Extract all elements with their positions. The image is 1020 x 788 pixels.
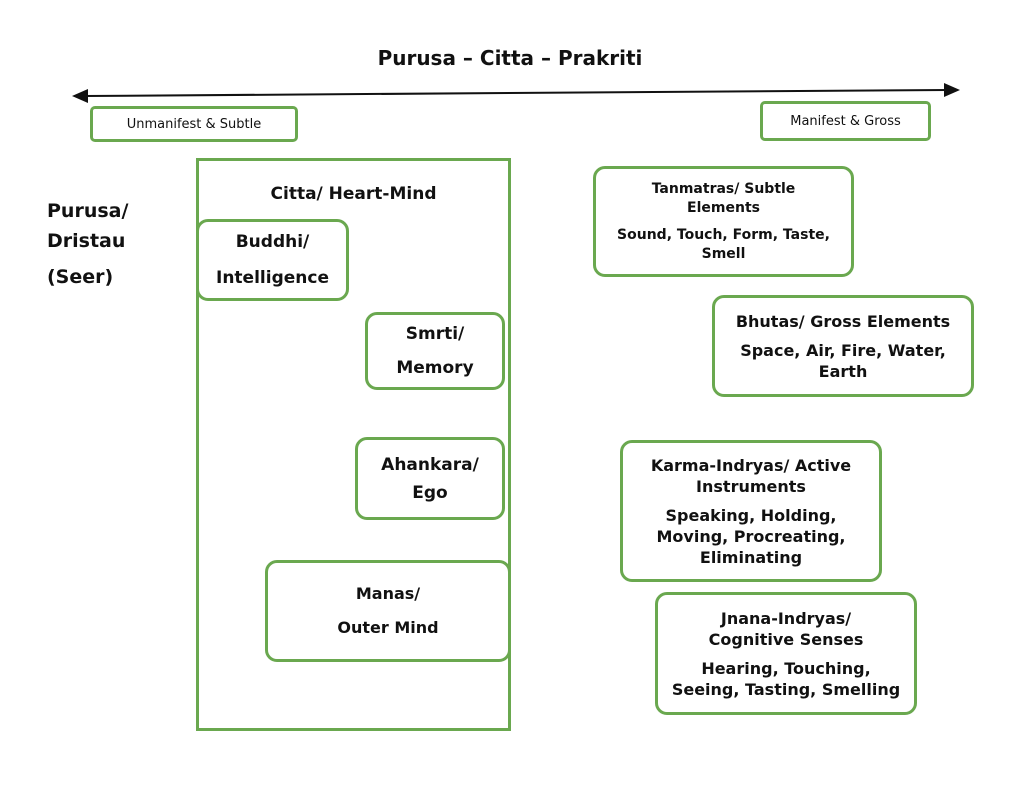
diagram-title: Purusa – Citta – Prakriti	[377, 46, 643, 70]
tanmatras-heading: Tanmatras/ Subtle Elements	[651, 180, 796, 216]
bhutas-box: Bhutas/ Gross Elements Space, Air, Fire,…	[712, 295, 974, 397]
buddhi-line-1: Buddhi/	[235, 232, 310, 252]
arrow-line	[83, 89, 949, 97]
manas-box: Manas/ Outer Mind	[265, 560, 511, 662]
karma-indryas-box: Karma-Indryas/ Active Instruments Speaki…	[620, 440, 882, 582]
purusa-label: Purusa/ Dristau (Seer)	[47, 196, 128, 292]
manifest-label-text: Manifest & Gross	[790, 113, 901, 129]
jnana-indryas-body: Hearing, Touching, Seeing, Tasting, Smel…	[671, 658, 901, 699]
smrti-line-1: Smrti/	[405, 324, 465, 344]
arrow-head-right	[944, 83, 960, 97]
citta-frame	[196, 158, 511, 731]
karma-indryas-heading: Karma-Indryas/ Active Instruments	[650, 455, 852, 496]
buddhi-line-2: Intelligence	[216, 268, 329, 288]
bhutas-body: Space, Air, Fire, Water, Earth	[740, 340, 946, 381]
manifest-label: Manifest & Gross	[760, 101, 931, 141]
smrti-line-2: Memory	[396, 358, 474, 378]
manas-line-2: Outer Mind	[337, 618, 439, 637]
manas-line-1: Manas/	[355, 584, 421, 603]
karma-indryas-body: Speaking, Holding, Moving, Procreating, …	[656, 505, 846, 567]
unmanifest-label: Unmanifest & Subtle	[90, 106, 298, 142]
ahankara-line-1: Ahankara/	[381, 454, 479, 475]
tanmatras-body: Sound, Touch, Form, Taste, Smell	[617, 226, 830, 262]
purusa-line-1: Purusa/	[47, 200, 129, 222]
arrow-head-left	[72, 89, 88, 103]
purusa-line-2: Dristau	[47, 230, 126, 252]
ahankara-line-2: Ego	[412, 482, 448, 503]
citta-title: Citta/ Heart-Mind	[270, 184, 437, 204]
tanmatras-box: Tanmatras/ Subtle Elements Sound, Touch,…	[593, 166, 854, 277]
bhutas-heading: Bhutas/ Gross Elements	[735, 311, 951, 331]
purusa-line-3: (Seer)	[47, 266, 114, 288]
buddhi-box: Buddhi/ Intelligence	[196, 219, 349, 301]
ahankara-box: Ahankara/ Ego	[355, 437, 505, 520]
smrti-box: Smrti/ Memory	[365, 312, 505, 390]
unmanifest-label-text: Unmanifest & Subtle	[126, 116, 262, 132]
jnana-indryas-box: Jnana-Indryas/ Cognitive Senses Hearing,…	[655, 592, 917, 715]
jnana-indryas-heading: Jnana-Indryas/ Cognitive Senses	[708, 608, 864, 649]
